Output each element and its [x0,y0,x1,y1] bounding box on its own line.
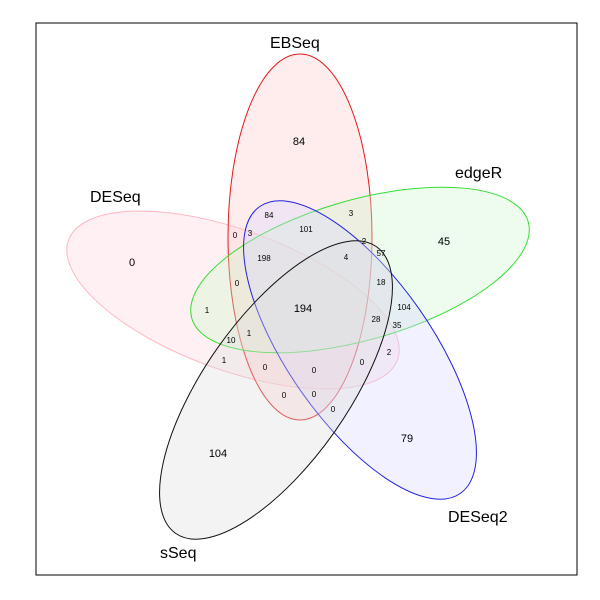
set-label-edger: edgeR [455,165,502,182]
count-only-sseq: 104 [209,448,227,460]
set-label-deseq2: DESeq2 [448,509,508,526]
count-region: 1 [222,356,227,365]
count-region: 57 [377,249,386,258]
count-region: 104 [397,303,411,312]
count-region: 84 [265,211,274,220]
count-region: 4 [344,253,349,262]
count-region: 35 [393,321,402,330]
count-region: 101 [299,225,313,234]
count-region: 0 [360,358,365,367]
count-region: 198 [257,254,271,263]
set-label-deseq: DESeq [90,189,141,206]
count-region: 0 [282,391,287,400]
count-region: 0 [331,405,336,414]
count-region: 18 [377,278,386,287]
count-only-ebseq: 84 [293,136,305,148]
set-ellipse-deseq2 [243,200,477,500]
count-region: 3 [248,229,253,238]
set-ellipse-sseq [159,240,393,540]
count-region: 0 [312,366,317,375]
count-all-five: 194 [294,303,312,315]
set-ellipse-edger [190,186,530,354]
count-region: 0 [312,390,317,399]
count-region: 0 [233,231,238,240]
count-region: 10 [227,336,236,345]
count-region: 1 [247,329,252,338]
count-region: 3 [349,209,354,218]
set-ellipse-ebseq [227,53,373,421]
set-label-sseq: sSeq [160,545,196,562]
count-only-edger: 45 [438,236,450,248]
set-ellipse-deseq [66,210,400,390]
plot-frame [35,22,578,576]
count-region: 2 [387,348,392,357]
count-only-deseq: 0 [129,257,135,269]
set-label-ebseq: EBSeq [270,35,320,52]
count-region: 0 [263,363,268,372]
count-only-deseq2: 79 [401,433,413,445]
count-region: 28 [372,315,381,324]
count-region: 0 [235,279,240,288]
count-region: 1 [205,306,210,315]
count-region: 2 [362,237,367,246]
